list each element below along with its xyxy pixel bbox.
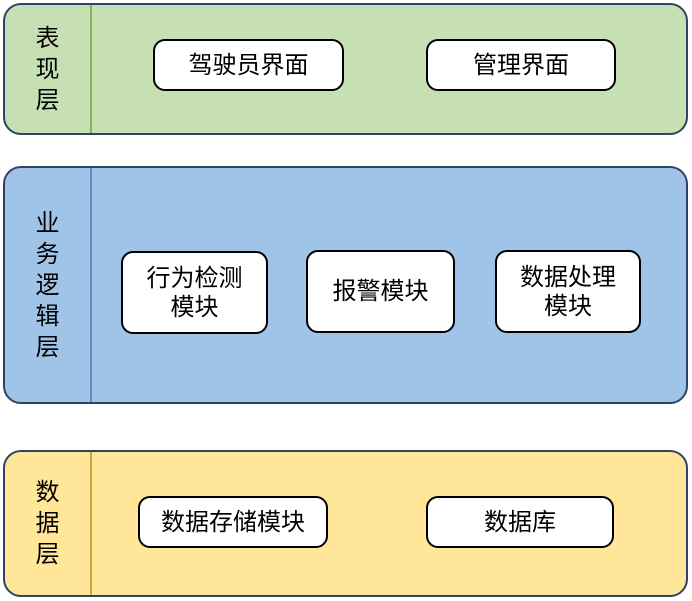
node-alarm-module: 报警模块 bbox=[306, 250, 455, 333]
layer-business-logic-divider bbox=[90, 168, 92, 402]
node-data-processing-module-label: 数据处理 模块 bbox=[520, 263, 616, 320]
layer-business-logic: 业务逻辑层 行为检测 模块 报警模块 数据处理 模块 bbox=[3, 166, 688, 404]
layer-data: 数据层 数据存储模块 数据库 bbox=[3, 450, 688, 597]
node-admin-interface: 管理界面 bbox=[426, 39, 616, 91]
node-data-storage-module: 数据存储模块 bbox=[138, 496, 328, 548]
node-admin-interface-label: 管理界面 bbox=[473, 51, 569, 79]
layer-data-label-column: 数据层 bbox=[5, 452, 90, 595]
layer-presentation-divider bbox=[90, 5, 92, 133]
layer-presentation-label-column: 表现层 bbox=[5, 5, 90, 133]
layer-presentation: 表现层 驾驶员界面 管理界面 bbox=[3, 3, 688, 135]
node-behavior-detection-module-label: 行为检测 模块 bbox=[146, 264, 243, 321]
node-behavior-detection-module: 行为检测 模块 bbox=[121, 251, 268, 334]
layer-data-label: 数据层 bbox=[35, 479, 60, 568]
layer-presentation-label: 表现层 bbox=[35, 24, 60, 114]
node-data-storage-module-label: 数据存储模块 bbox=[161, 508, 305, 536]
node-alarm-module-label: 报警模块 bbox=[332, 278, 429, 305]
node-database-label: 数据库 bbox=[484, 508, 556, 536]
node-database: 数据库 bbox=[426, 496, 614, 548]
layer-data-divider bbox=[90, 452, 92, 595]
node-driver-interface: 驾驶员界面 bbox=[153, 39, 344, 91]
layer-business-logic-label-column: 业务逻辑层 bbox=[5, 168, 90, 402]
layer-business-logic-label: 业务逻辑层 bbox=[35, 209, 60, 361]
node-data-processing-module: 数据处理 模块 bbox=[495, 250, 641, 333]
node-driver-interface-label: 驾驶员界面 bbox=[188, 51, 309, 79]
